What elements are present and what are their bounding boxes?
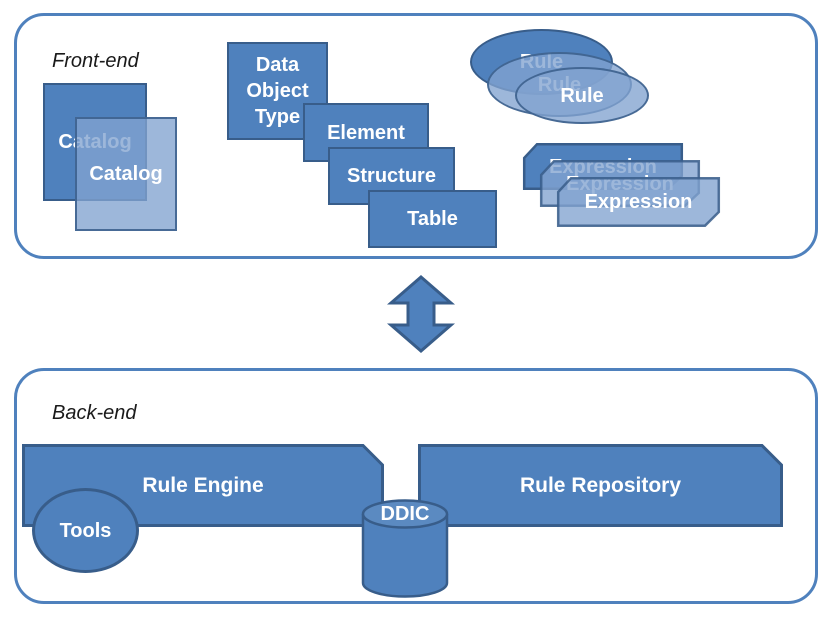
back-end-label: Back-end bbox=[52, 402, 137, 424]
card-shape bbox=[556, 176, 721, 228]
cylinder-body bbox=[361, 514, 449, 598]
ddic-cylinder: DDIC bbox=[361, 498, 449, 598]
front-end-label: Front-end bbox=[52, 50, 139, 72]
tools-label: Tools bbox=[59, 519, 112, 542]
snip-rect-shape bbox=[418, 444, 783, 527]
cylinder-top bbox=[361, 499, 449, 529]
rule-ellipse-3: Rule bbox=[515, 67, 649, 124]
rule-repository-shape: Rule Repository bbox=[418, 444, 783, 527]
double-arrow-icon bbox=[386, 275, 456, 353]
tools-ellipse: Tools bbox=[32, 488, 139, 573]
front-back-arrow bbox=[385, 275, 457, 353]
